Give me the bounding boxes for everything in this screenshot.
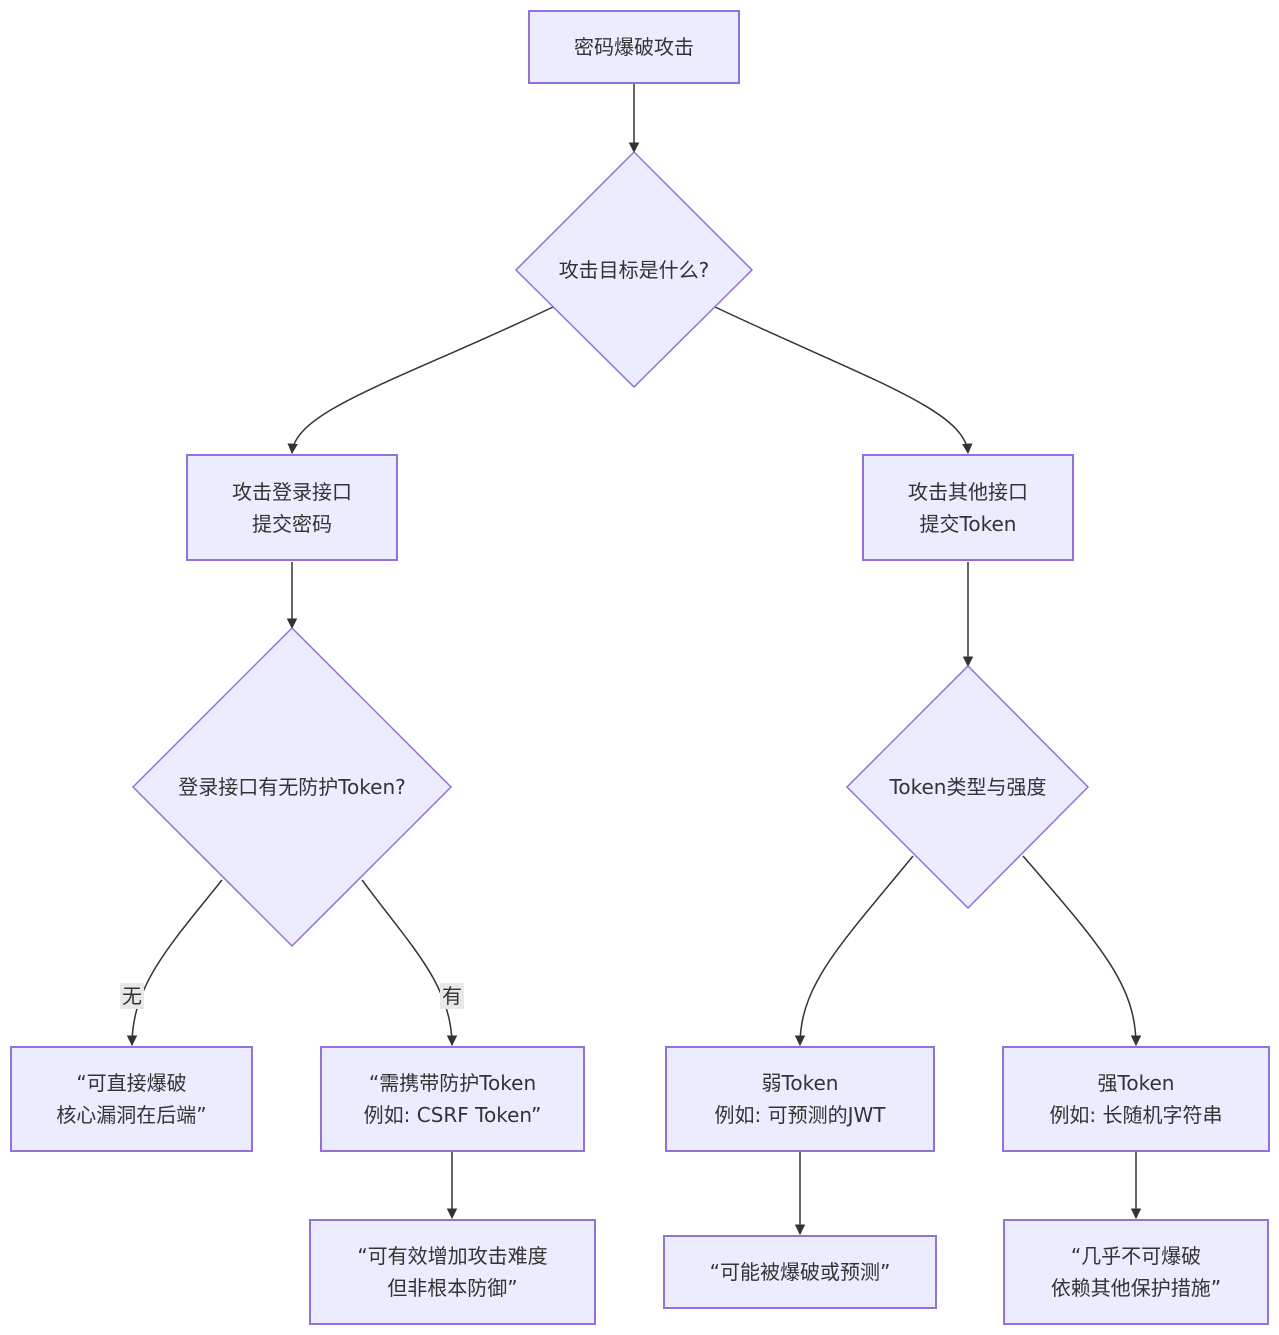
decision-label-target: 攻击目标是什么? <box>534 250 734 290</box>
node-label-line1: 攻击其他接口 <box>908 479 1028 504</box>
node-label-line1: “几乎不可爆破 <box>1070 1244 1202 1268</box>
node-label-line1: “需携带防护Token <box>368 1071 537 1095</box>
node-direct-crack: “可直接爆破 核心漏洞在后端” <box>10 1046 253 1152</box>
node-raise-difficulty: “可有效增加攻击难度 但非根本防御” <box>309 1219 596 1325</box>
node-attack-login-interface: 攻击登录接口 提交密码 <box>186 454 398 561</box>
node-label: 密码爆破攻击 <box>574 35 694 59</box>
node-label-line1: “可有效增加攻击难度 <box>357 1244 548 1268</box>
node-label-line1: 强Token <box>1097 1071 1175 1095</box>
node-label-line2: 例如: 可预测的JWT <box>714 1103 886 1127</box>
node-label-line1: 弱Token <box>761 1071 839 1095</box>
node-password-brute-force: 密码爆破攻击 <box>528 10 740 84</box>
node-label-line2: 例如: 长随机字符串 <box>1049 1103 1223 1127</box>
edge-label-yes: 有 <box>440 983 464 1009</box>
node-attack-other-interface: 攻击其他接口 提交Token <box>862 454 1074 561</box>
node-label-line2: 提交Token <box>919 511 1017 536</box>
decision-diamond-login-token <box>131 626 453 948</box>
decision-diamond-token-type <box>845 664 1090 910</box>
node-strong-token: 强Token 例如: 长随机字符串 <box>1002 1046 1270 1152</box>
decision-label-login-token: 登录接口有无防护Token? <box>152 767 432 807</box>
node-label-line2: 例如: CSRF Token” <box>363 1103 542 1127</box>
decision-text: 登录接口有无防护Token? <box>178 775 406 799</box>
edge-qtype-to-strong <box>1022 855 1142 1047</box>
node-label-line2: 但非根本防御” <box>387 1276 518 1300</box>
node-label-line1: “可直接爆破 <box>76 1071 187 1095</box>
node-label-line2: 核心漏洞在后端” <box>56 1103 207 1127</box>
node-label: “可能被爆破或预测” <box>709 1260 891 1284</box>
node-label-line2: 提交密码 <box>252 511 332 536</box>
edge-target-to-login <box>287 306 554 455</box>
decision-label-token-type: Token类型与强度 <box>858 767 1078 807</box>
edge-qtoken-to-direct <box>126 879 223 1047</box>
node-may-be-cracked: “可能被爆破或预测” <box>663 1235 937 1309</box>
decision-text: 攻击目标是什么? <box>558 258 710 282</box>
node-label-line1: 攻击登录接口 <box>232 479 352 504</box>
node-label-line2: 依赖其他保护措施” <box>1050 1276 1222 1300</box>
decision-diamond-target <box>514 150 754 389</box>
node-need-protection-token: “需携带防护Token 例如: CSRF Token” <box>320 1046 585 1152</box>
node-almost-uncrackable: “几乎不可爆破 依赖其他保护措施” <box>1003 1219 1269 1325</box>
edge-label-no: 无 <box>120 983 144 1009</box>
edge-qtype-to-weak <box>794 855 914 1047</box>
edge-target-to-other <box>714 306 973 455</box>
edge-qtoken-to-need <box>361 879 458 1047</box>
decision-text: Token类型与强度 <box>889 775 1047 799</box>
node-weak-token: 弱Token 例如: 可预测的JWT <box>665 1046 935 1152</box>
